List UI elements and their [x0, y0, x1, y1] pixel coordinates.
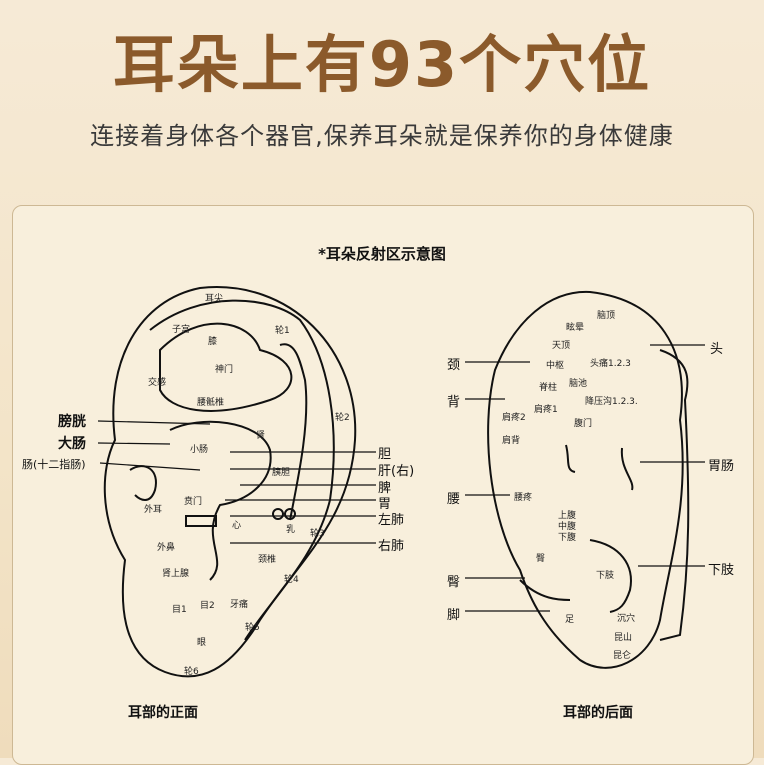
point-label: 中枢 — [546, 361, 565, 371]
point-label: 心 — [232, 521, 242, 531]
point-label: 子宫 — [172, 325, 191, 335]
point-label: 肩疼2 — [502, 413, 526, 423]
point-label: 外鼻 — [157, 543, 176, 553]
point-label: 肾 — [256, 431, 266, 441]
point-label: 昆仑 — [613, 651, 632, 661]
point-label: 腰骶椎 — [197, 398, 225, 408]
front-ear-drawing — [103, 286, 357, 678]
point-label: 肩疼1 — [534, 405, 558, 415]
point-label: 腰疼 — [514, 493, 533, 503]
point-label: 颈椎 — [258, 555, 277, 565]
point-label: 轮3 — [310, 529, 325, 539]
organ-label: 肠(十二指肠) — [22, 458, 86, 471]
organ-label: 大肠 — [58, 436, 86, 452]
point-label: 耳尖 — [205, 294, 224, 304]
point-label: 中腹 — [558, 522, 577, 532]
point-label: 外耳 — [144, 505, 163, 515]
organ-label: 膀胱 — [58, 414, 86, 430]
point-label: 脑顶 — [597, 311, 616, 321]
point-label: 上腹 — [558, 511, 577, 521]
page-title: 耳朵上有93个穴位 — [112, 28, 652, 101]
point-label: 轮5 — [245, 623, 260, 633]
point-label: 眼 — [197, 638, 207, 648]
point-label: 下肢 — [596, 571, 615, 581]
point-label: 下腹 — [558, 533, 577, 543]
point-label: 头痛1.2.3 — [590, 359, 631, 369]
back-caption: 耳部的后面 — [563, 705, 633, 721]
body-part-label: 背 — [447, 395, 461, 410]
body-part-label: 脚 — [447, 608, 461, 623]
organ-label: 右肺 — [378, 539, 405, 554]
body-part-label: 颈 — [447, 358, 461, 373]
front-caption: 耳部的正面 — [128, 705, 198, 721]
point-label: 昆山 — [614, 633, 633, 643]
point-label: 轮6 — [184, 667, 199, 677]
point-label: 轮2 — [335, 413, 350, 423]
point-label: 肩背 — [502, 436, 521, 446]
point-label: 贲门 — [184, 497, 203, 507]
point-label: 膝 — [208, 337, 218, 347]
point-label: 乳 — [286, 525, 296, 535]
body-part-label: 下肢 — [708, 563, 735, 578]
point-label: 小肠 — [190, 445, 209, 455]
point-label: 沉穴 — [617, 614, 636, 624]
body-part-label: 腰 — [447, 492, 461, 507]
back-ear-drawing — [487, 290, 690, 669]
point-label: 降压沟1.2.3. — [585, 397, 638, 407]
point-label: 轮4 — [284, 575, 299, 585]
point-label: 牙痛 — [230, 600, 249, 610]
organ-label: 脾 — [378, 481, 392, 496]
point-label: 肾上腺 — [162, 569, 190, 579]
diagram-title: *耳朵反射区示意图 — [318, 245, 446, 263]
diagram-card — [12, 205, 754, 765]
organ-label: 胆 — [378, 447, 392, 462]
point-label: 脊柱 — [539, 383, 558, 393]
point-label: 脑池 — [569, 379, 588, 389]
body-part-label: 头 — [710, 342, 724, 357]
point-label: 交感 — [148, 378, 167, 388]
organ-label: 左肺 — [378, 513, 405, 528]
page-subtitle: 连接着身体各个器官,保养耳朵就是保养你的身体健康 — [90, 122, 674, 150]
point-label: 胰胆 — [272, 468, 291, 478]
point-label: 足 — [565, 615, 575, 625]
point-label: 臀 — [536, 554, 546, 564]
point-label: 眩晕 — [566, 323, 585, 333]
point-label: 目2 — [200, 601, 215, 611]
point-label: 目1 — [172, 605, 187, 615]
organ-label: 胃 — [378, 497, 392, 512]
leader-lines — [97, 344, 705, 612]
organ-label: 肝(右) — [378, 464, 415, 479]
point-label: 腹门 — [574, 419, 593, 429]
body-part-label: 胃肠 — [708, 459, 735, 474]
body-part-label: 臀 — [447, 575, 461, 590]
point-label: 天顶 — [552, 341, 571, 351]
point-label: 轮1 — [275, 326, 290, 336]
point-label: 神门 — [215, 365, 234, 375]
